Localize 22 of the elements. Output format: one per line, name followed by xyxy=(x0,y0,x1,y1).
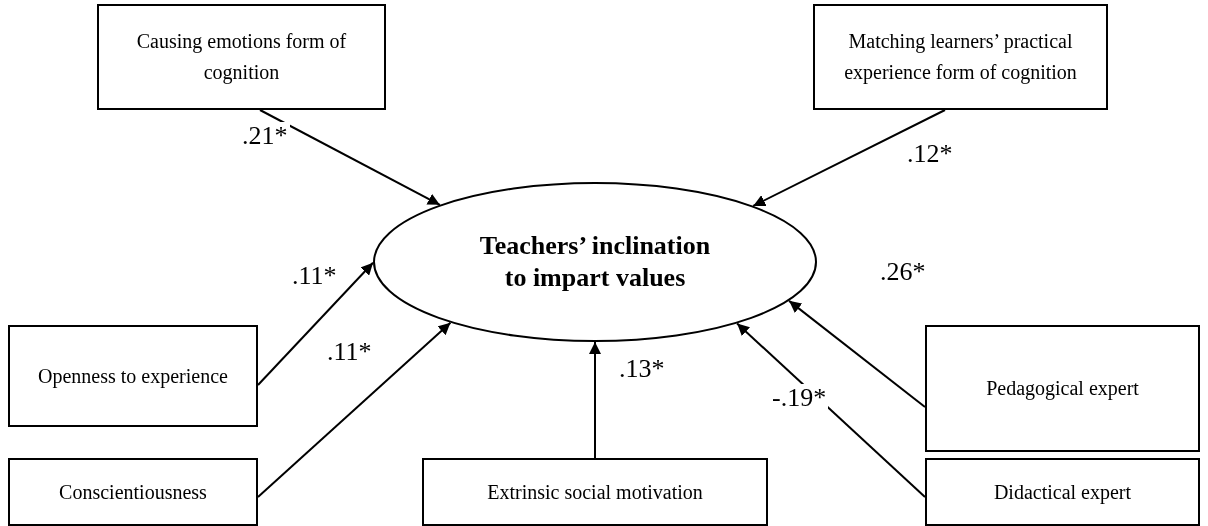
variable-box xyxy=(8,458,258,526)
variable-box xyxy=(925,325,1200,452)
node-text: Causing emotions form of cognition xyxy=(135,29,348,86)
node-text: Teachers’ inclination to impart values xyxy=(478,229,712,294)
arrow xyxy=(259,109,441,206)
node-text: Extrinsic social motivation xyxy=(487,479,703,505)
variable-box xyxy=(925,458,1200,526)
variable-box xyxy=(422,458,768,526)
node-text: Conscientiousness xyxy=(59,479,207,505)
arrow xyxy=(752,109,946,207)
variable-box xyxy=(97,4,386,110)
node-text: Matching learners’ practical experience form of cognition xyxy=(843,29,1078,86)
arrow xyxy=(736,322,926,498)
arrow xyxy=(257,261,374,386)
arrow xyxy=(788,299,926,408)
arrow xyxy=(257,321,452,498)
variable-box xyxy=(813,4,1108,110)
node-text: Openness to experience xyxy=(38,363,228,390)
node-text: Pedagogical expert xyxy=(986,376,1139,402)
node-text: Didactical expert xyxy=(993,479,1132,506)
arrow xyxy=(589,341,601,459)
variable-box xyxy=(8,325,258,427)
